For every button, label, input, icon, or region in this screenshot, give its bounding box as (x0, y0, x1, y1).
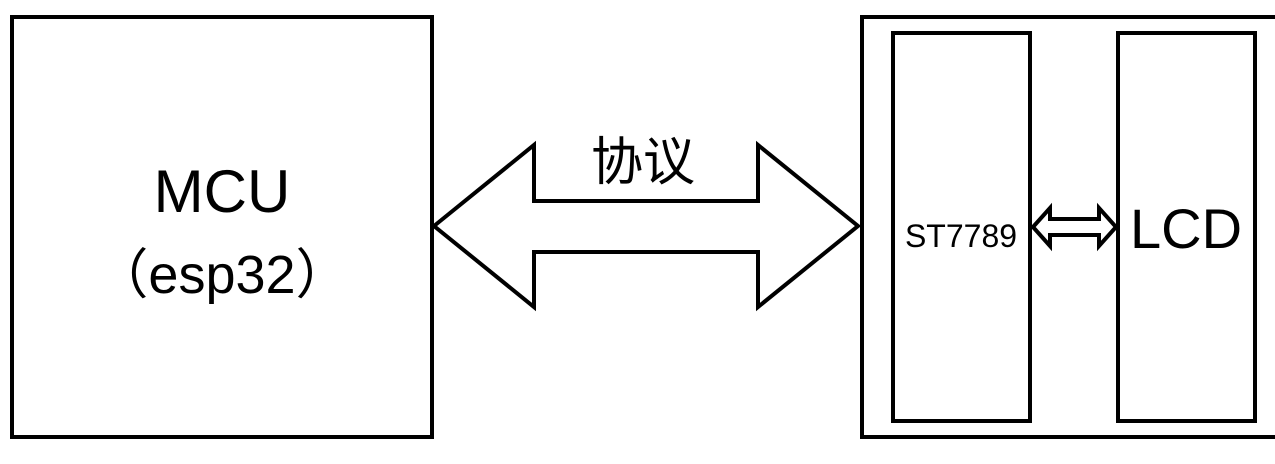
lcd-label: LCD (1130, 197, 1242, 260)
mcu-subtitle: （esp32） (94, 245, 349, 305)
st7789-box (891, 31, 1032, 423)
mcu-box (10, 15, 434, 439)
lcd-box (1116, 31, 1257, 423)
protocol-label: 协议 (591, 134, 695, 192)
mcu-title: MCU (154, 158, 291, 225)
st7789-label: ST7789 (905, 218, 1017, 254)
protocol-arrow (430, 140, 862, 312)
